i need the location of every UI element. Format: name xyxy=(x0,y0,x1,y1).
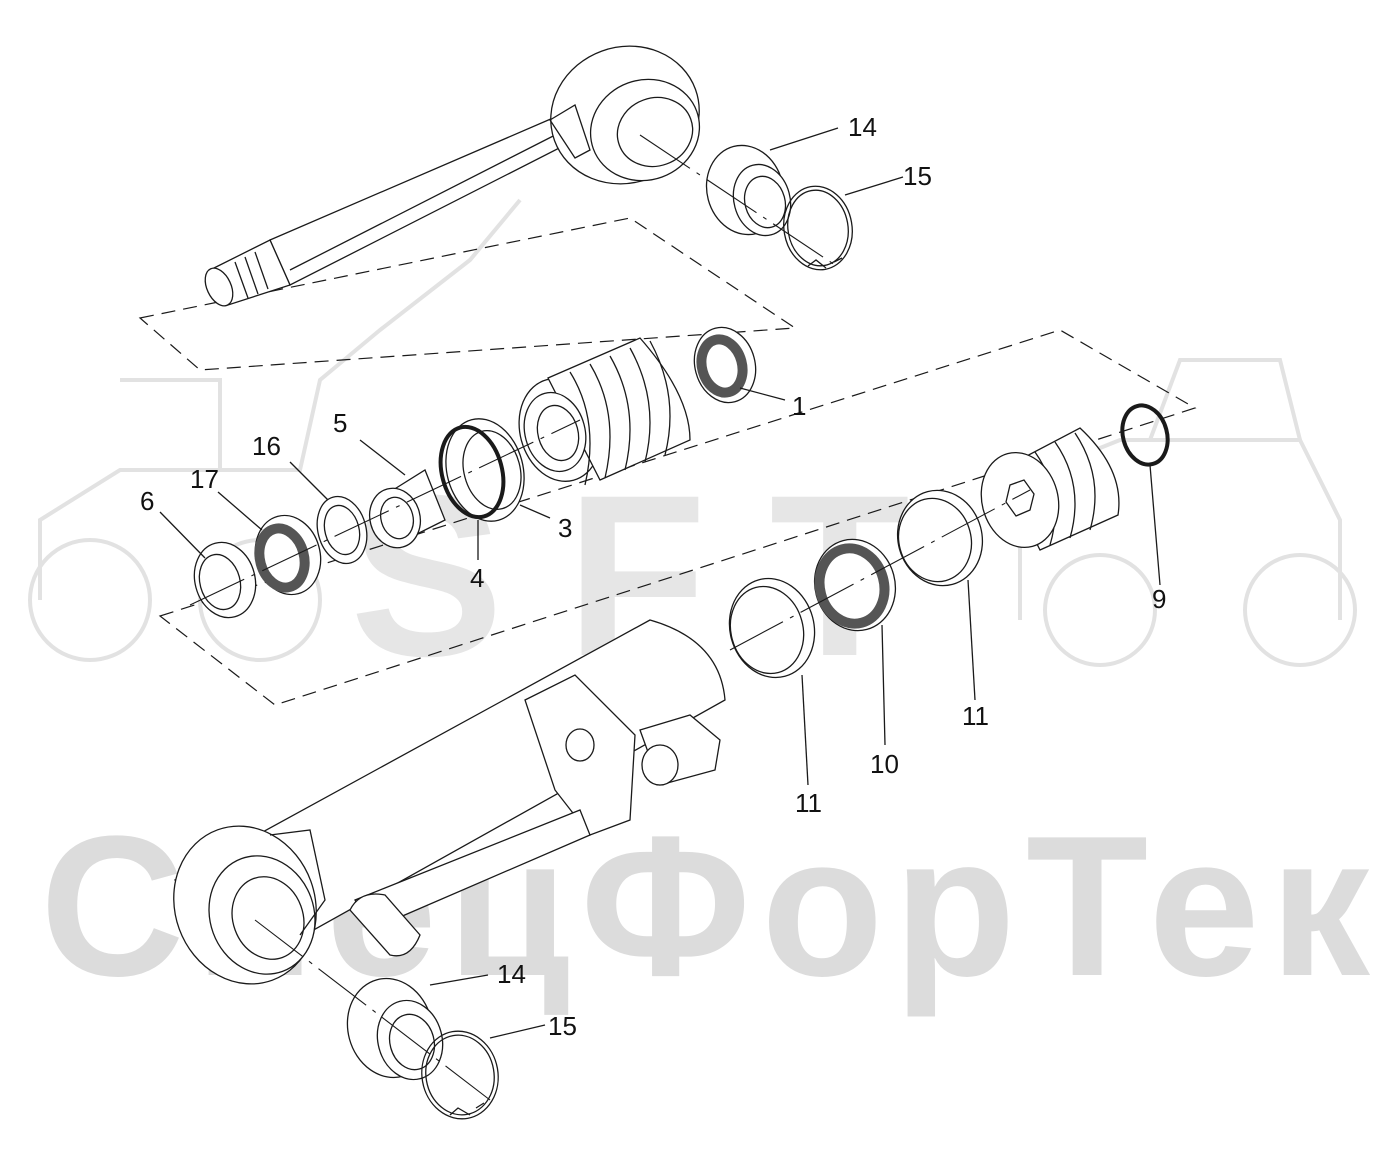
piston-end-ring-9 xyxy=(1120,403,1170,467)
leader-lines xyxy=(159,127,1161,1039)
callout-piston-ring: 9 xyxy=(1152,584,1166,614)
rod-axis xyxy=(639,134,836,266)
piston-guide-ring-11-right xyxy=(896,489,984,587)
rod-group-boundary xyxy=(138,217,797,371)
callout-rod-seal: 17 xyxy=(190,464,219,494)
piston-axis xyxy=(729,489,1031,651)
callout-piston-seal: 10 xyxy=(870,749,899,779)
head-wiper-ring xyxy=(693,326,757,404)
cylinder-head-gland xyxy=(518,337,691,486)
callout-backup-ring: 16 xyxy=(252,431,281,461)
gland-piston-group-boundary xyxy=(158,329,1197,706)
piston-seal-10 xyxy=(813,538,897,632)
callout-piston-guide-b: 11 xyxy=(795,788,822,818)
gland-oring-and-backup xyxy=(438,418,525,522)
base-axis xyxy=(254,919,491,1101)
callout-rod-circlip: 15 xyxy=(903,161,932,191)
callout-piston-guide-a: 11 xyxy=(962,701,989,731)
spacer-sleeve xyxy=(368,469,446,549)
gland-axis xyxy=(189,419,581,606)
cylinder-barrel xyxy=(173,619,726,985)
rod-seal-17 xyxy=(254,514,322,596)
base-eye-bushing xyxy=(346,977,444,1081)
piston xyxy=(980,427,1120,551)
callout-guide-ring: 6 xyxy=(140,486,154,516)
piston-rod xyxy=(204,45,701,307)
callout-gland-backup: 4 xyxy=(470,563,484,593)
callout-gland-oring: 3 xyxy=(558,513,572,543)
callout-rod-bushing: 14 xyxy=(848,112,877,142)
group-boundaries xyxy=(138,217,1197,706)
callout-base-bushing: 14 xyxy=(497,959,526,989)
callout-spacer: 5 xyxy=(333,408,347,438)
base-eye-circlip xyxy=(421,1030,499,1120)
rod-eye-bushing xyxy=(705,144,792,237)
rod-eye-circlip xyxy=(783,185,853,271)
guide-ring-6 xyxy=(193,541,257,619)
callout-labels: 14 15 1 3 4 5 16 17 6 9 11 10 11 14 15 xyxy=(140,112,1166,1041)
callout-head-wiper: 1 xyxy=(792,391,806,421)
callout-base-circlip: 15 xyxy=(548,1011,577,1041)
